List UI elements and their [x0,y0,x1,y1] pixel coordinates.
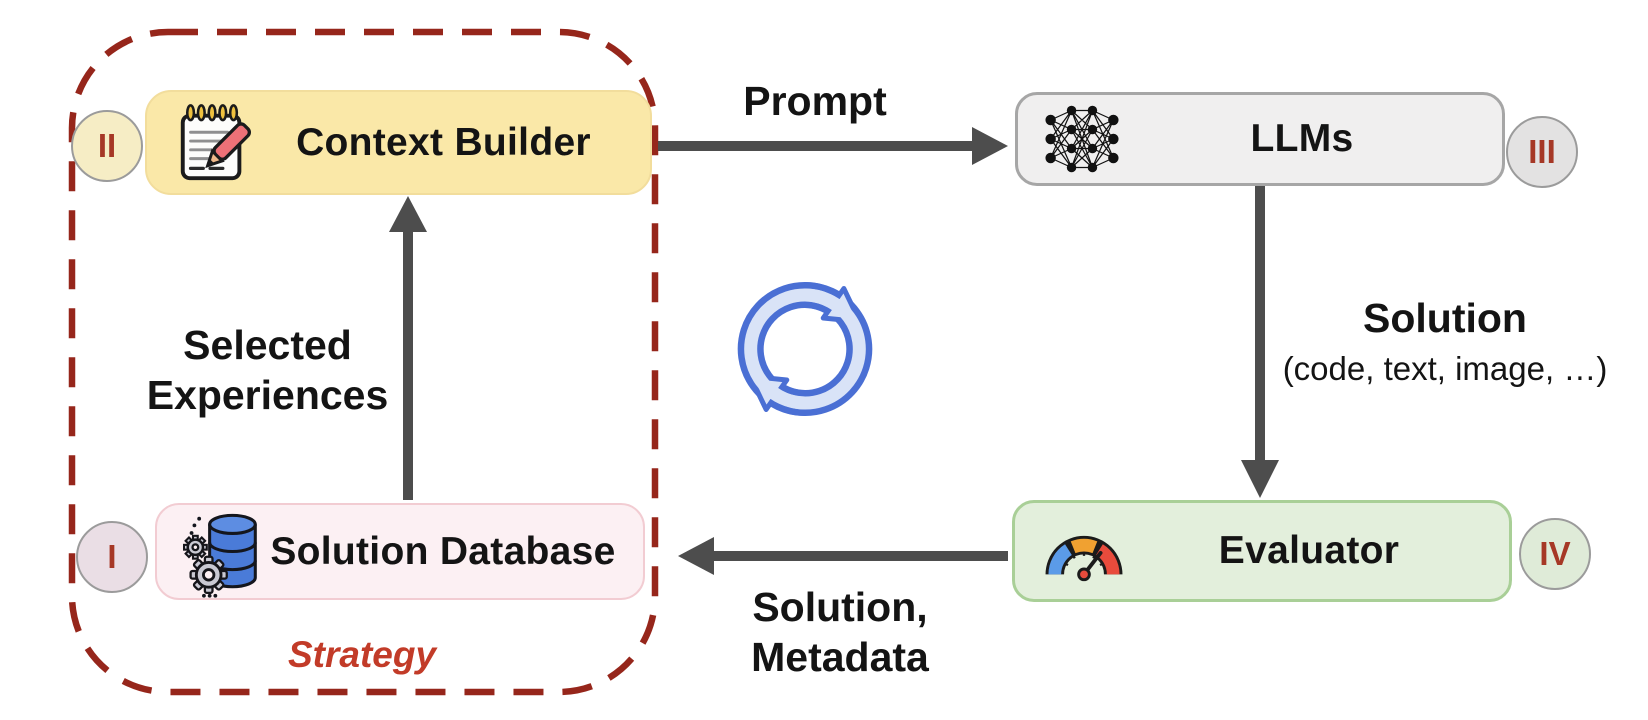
numeral-iii: III [1528,133,1556,170]
prompt-label-text: Prompt [743,78,887,124]
selected-experiences-label: Selected Experiences [95,320,440,420]
selected-label-line1: Selected [183,322,352,368]
node-label-solution-database: Solution Database [270,529,616,573]
feedback-label-line2: Metadata [751,634,929,681]
cycle-arrows-icon [737,281,873,417]
prompt-arrow [658,127,1008,165]
selected-label-line2: Experiences [146,372,389,419]
strategy-label-text: Strategy [287,634,437,675]
feedback-label-line1: Solution, [752,584,928,630]
gauge-icon [1045,535,1123,582]
feedback-arrow [678,537,1008,575]
strategy-group-label: Strategy [212,634,512,676]
node-label-llms: LLMs [1250,117,1354,160]
numeral-badge-context-builder: II [71,110,143,182]
feedback-arrow-label: Solution, Metadata [665,582,1015,682]
node-evaluator: Evaluator [1012,500,1512,602]
numeral-badge-solution-database: I [76,521,148,593]
node-context-builder: Context Builder [145,90,652,195]
numeral-badge-llms: III [1506,116,1578,188]
solution-label-text: Solution [1363,295,1527,341]
numeral-iv: IV [1539,535,1571,572]
solution-arrow-label: Solution (code, text, image, …) [1243,293,1647,389]
numeral-i: I [107,538,117,575]
notepad-pencil-icon [180,103,252,180]
neural-network-icon [1045,105,1119,173]
numeral-badge-evaluator: IV [1519,518,1591,590]
solution-sublabel-text: (code, text, image, …) [1282,350,1608,388]
node-solution-database: Solution Database [155,503,645,600]
numeral-ii: II [97,127,117,164]
node-label-evaluator: Evaluator [1218,529,1400,572]
database-gears-icon [183,513,257,598]
node-label-context-builder: Context Builder [296,120,591,164]
node-llms: LLMs [1015,92,1505,186]
prompt-arrow-label: Prompt [665,76,965,126]
